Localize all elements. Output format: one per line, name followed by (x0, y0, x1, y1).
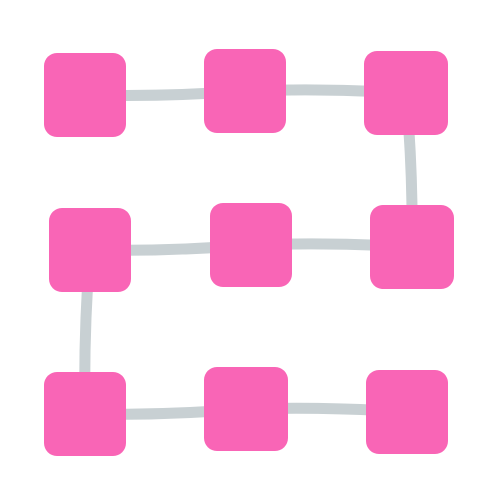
node-r1c2 (204, 49, 286, 133)
node-r2c3 (370, 205, 454, 289)
node-r3c3 (366, 370, 448, 454)
node-r1c1 (44, 53, 126, 137)
node-r2c1 (49, 208, 131, 292)
node-r3c2 (204, 367, 288, 451)
node-r2c2 (210, 203, 292, 287)
node-r1c3 (364, 51, 448, 135)
node-r3c1 (44, 372, 126, 456)
